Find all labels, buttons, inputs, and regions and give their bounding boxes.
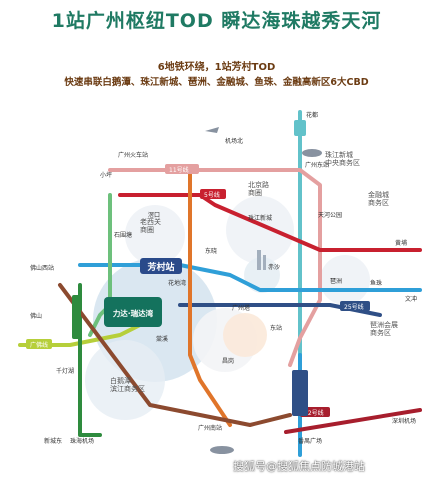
area-pazhou: 琶洲会展商务区 — [370, 320, 398, 337]
line-5 — [118, 193, 422, 252]
watermark: 搜狐号@搜狐焦点防城港站 — [233, 460, 365, 473]
subtitle-cbd-links: 快速串联白鹅潭、珠江新城、琶洲、金融城、鱼珠、金融高新区6大CBD — [64, 77, 369, 88]
fangcun-marker — [140, 258, 182, 274]
line-11 — [108, 168, 322, 367]
station-chisha: 赤沙 — [268, 264, 280, 271]
badge-guangfo: 广佛线 — [30, 341, 48, 349]
bubble-pazhou — [320, 255, 370, 305]
area-jinrongcheng: 金融城商务区 — [368, 190, 389, 207]
area-zhujiang-newtown: 珠江新城中央商务区 — [325, 150, 360, 167]
subtitle-metro-lines: 6地铁环绕，1站芳村TOD — [157, 62, 276, 73]
station-pazhou: 琶洲 — [330, 278, 342, 285]
development-name: 力达·瑞达湾 — [113, 308, 154, 318]
badge-line-25: 25号线 — [344, 303, 364, 311]
station-wenchong: 文冲 — [405, 295, 417, 303]
badge-line-11: 11号线 — [169, 166, 189, 174]
station-changgang: 昌岗 — [222, 358, 234, 365]
station-gz-railway: 广州火车站 — [118, 151, 148, 159]
station-zhuhai-airport: 珠海机场 — [70, 437, 94, 445]
station-huadiwan: 花地湾 — [168, 279, 186, 287]
headline: 1站广州枢纽TOD 瞬达海珠越秀天河 — [51, 10, 382, 32]
line-22 — [284, 408, 422, 434]
station-xiaoping: 小坪 — [100, 171, 112, 179]
station-huadu: 花都 — [306, 111, 318, 119]
station-shenzhen: 深圳机场 — [392, 417, 416, 425]
station-huangpu: 黄埔 — [395, 239, 407, 247]
station-foshan: 佛山 — [30, 312, 42, 320]
station-tangxi: 棠溪 — [156, 335, 168, 343]
area-beijinglu: 北京路商圈 — [248, 180, 269, 197]
building-icon — [257, 250, 266, 270]
train-south-icon — [210, 446, 234, 454]
bubble-beijinglu — [226, 196, 294, 264]
station-xincheng: 新城东 — [44, 437, 62, 445]
station-zhujiang-newtown: 珠江新城 — [248, 214, 272, 222]
line-25 — [178, 303, 382, 317]
station-tianhe: 天河公园 — [318, 211, 342, 219]
station-jiaokou: 滘口 — [148, 211, 160, 219]
fangcun-label: 芳村站 — [147, 261, 174, 273]
badge-line-22: 22号线 — [304, 409, 324, 417]
plane-icon — [205, 127, 219, 133]
station-dongchan: 东站 — [270, 324, 282, 332]
station-guangzhou-south: 广州南站 — [198, 424, 222, 432]
bubble-sunny — [223, 313, 267, 357]
station-jichangbei: 机场北 — [225, 137, 243, 145]
area-baietan: 白鹅潭滨江商务区 — [110, 376, 145, 393]
station-guangzhou-tower: 广州塔 — [232, 304, 250, 312]
station-shimen: 石围塘 — [114, 231, 132, 239]
station-yuzhu: 鱼珠 — [370, 279, 382, 287]
station-panyu: 番禺广场 — [298, 437, 322, 445]
badge-line-5: 5号线 — [204, 191, 220, 199]
line-6 — [58, 283, 292, 427]
station-guangzhou-east: 广州东站 — [305, 161, 329, 169]
area-laoxiguan: 老西关商圈 — [140, 217, 161, 234]
station-qiandeng: 千灯湖 — [56, 367, 74, 375]
bubble-zhujiang — [244, 257, 280, 293]
bubble-laoxiguan — [125, 205, 185, 265]
development-sign — [104, 297, 162, 327]
train-icon — [302, 149, 322, 157]
line-3 — [188, 168, 232, 427]
metro-map: 11号线 5号线 22号线 25号线 广佛线 芳村站 力达·瑞达湾 珠江新城中央… — [18, 110, 422, 457]
station-dongxiao: 东晓 — [205, 247, 217, 255]
station-fosan: 佛山西站 — [30, 264, 54, 272]
